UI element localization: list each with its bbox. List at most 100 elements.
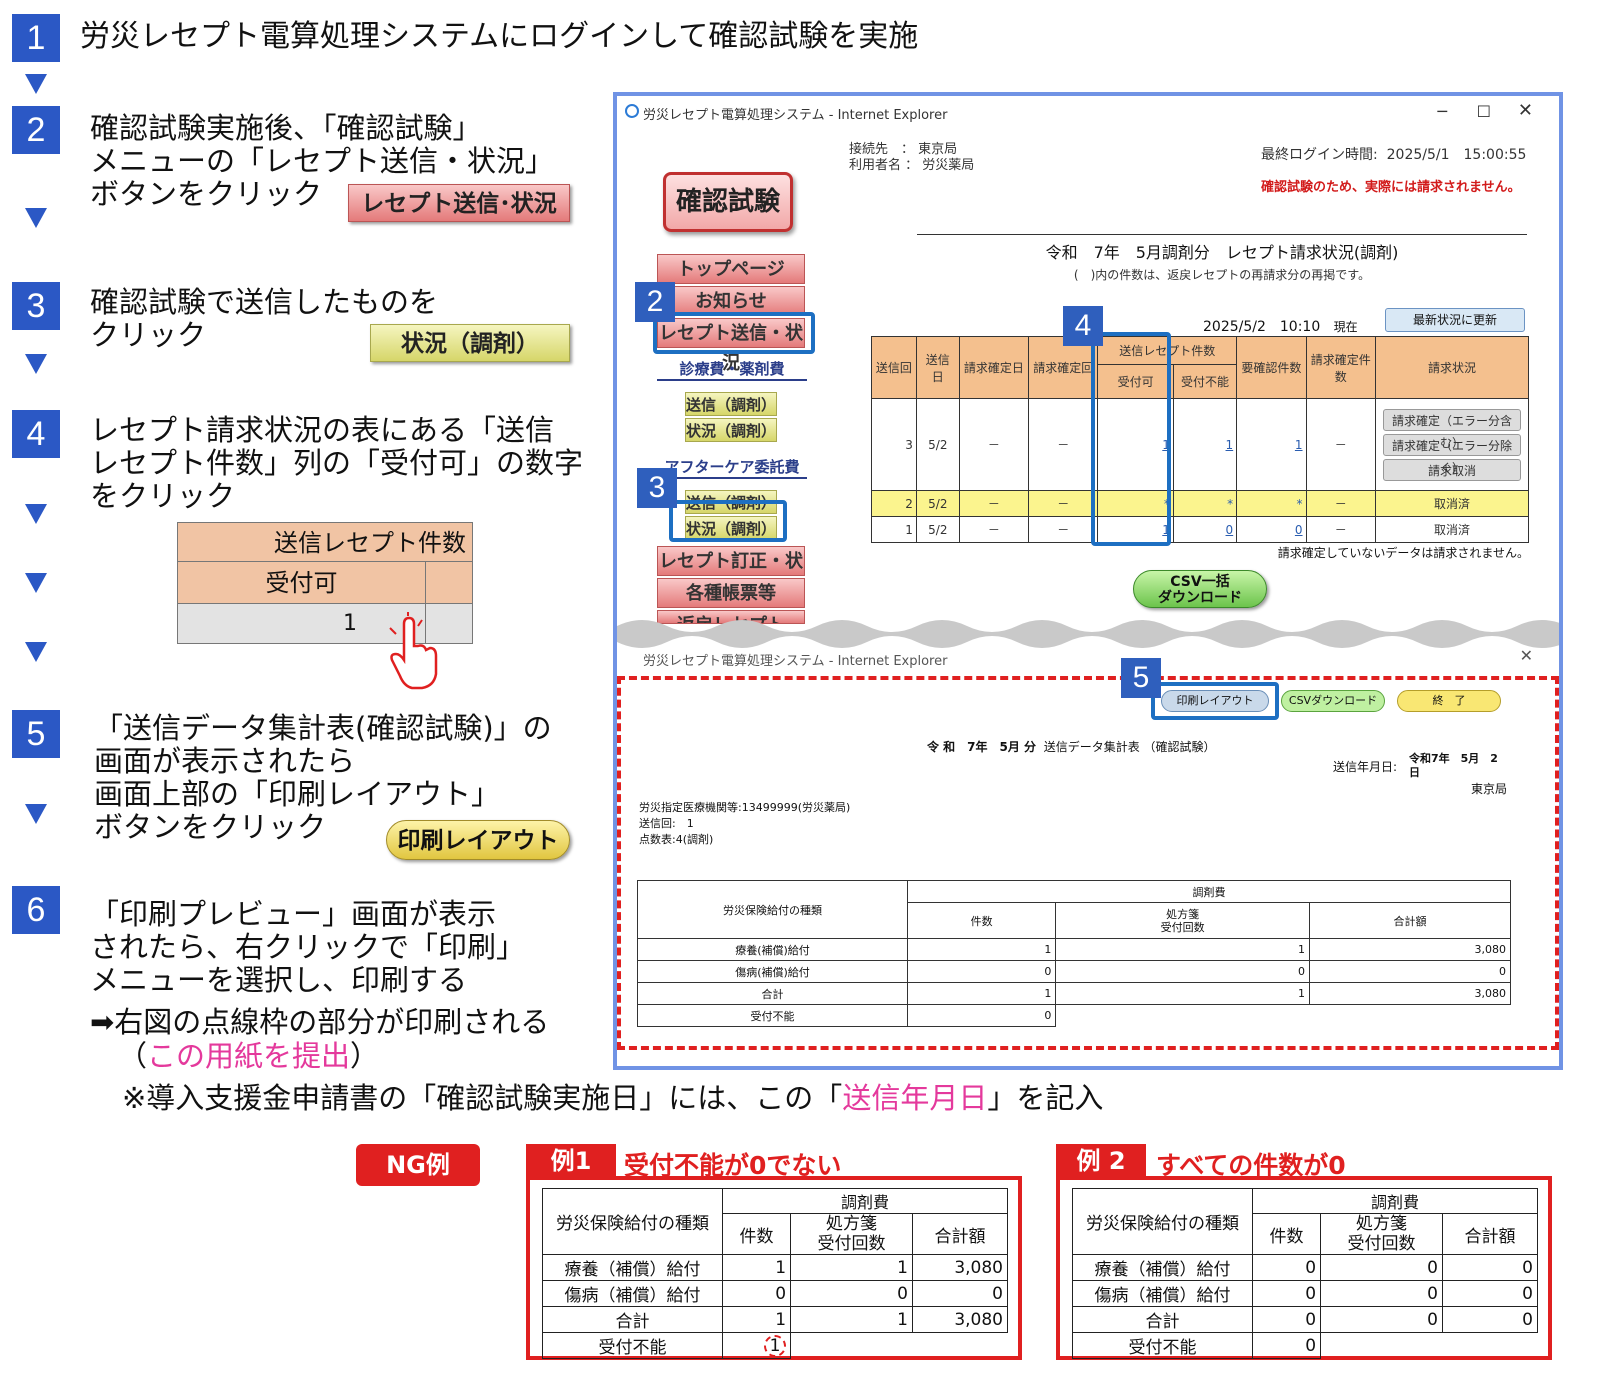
table-row: 1 5/2 － － 1 0 0 － 取消済 [871,516,1530,543]
cell: 0 [721,1280,792,1307]
minimize-icon[interactable]: ─ [1437,102,1447,121]
browser-window: 労災レセプト電算処理システム - Internet Explorer ─ ☐ ✕… [613,92,1563,1070]
col-count: 件数 [721,1213,792,1255]
col-confirm-no: 請求確定回 [1028,336,1099,399]
step-5-number: 5 [12,710,60,758]
check-count-link[interactable]: 0 [1236,516,1307,543]
arrow-down-icon [25,642,47,662]
print-heading-era: 令 和 7年 5月 分 [927,740,1037,754]
ie-icon [625,104,639,118]
col-count: 件数 [1251,1213,1322,1255]
cell-no: 3 [871,398,917,491]
menu-forms[interactable]: 各種帳票等 [657,578,805,608]
row-label: 受付不能 [1072,1332,1253,1359]
accepted-count-link[interactable]: 1 [1097,398,1174,491]
print-area-dashed-frame [617,676,1559,1050]
ex1-title: 受付不能が0でない [624,1151,842,1180]
row-label: 合計 [1072,1306,1253,1333]
cell-date: 5/2 [915,398,960,491]
cell: 0 [1441,1254,1539,1281]
col-send-no: 送信回 [871,336,917,399]
print-window-title: 労災レセプト電算処理システム - Internet Explorer [643,654,948,669]
ex2-tag: 例 2 [1056,1144,1146,1178]
sample-header: 送信レセプト件数 [177,522,473,562]
accepted-count-link[interactable]: * [1097,490,1174,517]
arrow-down-icon [25,74,47,94]
col-rx: 処方箋 受付回数 [1055,902,1310,939]
check-count-link[interactable]: * [1236,490,1307,517]
torn-edge-divider [617,620,1559,648]
col-check: 要確認件数 [1236,336,1307,399]
cancel-request-button[interactable]: 請求取消 [1382,458,1521,481]
status-title: 令和 7年 5月調剤分 レセプト請求状況(調剤) [917,234,1527,263]
rejected-count-link[interactable]: * [1172,490,1238,517]
print-layout-button[interactable]: 印刷レイアウト [1161,690,1269,712]
cell: 1 [721,1306,792,1333]
row-label: 療養（補償）給付 [542,1254,723,1281]
table-row: 3 5/2 － － 1 1 1 － 請求確定（エラー分含む） 請求確定（エラー分… [871,398,1530,491]
close-icon[interactable]: ✕ [1517,100,1533,121]
status-text: 取消済 [1374,516,1530,543]
close-icon[interactable]: ✕ [1519,646,1533,665]
menu-top-page[interactable]: トップページ [657,254,805,284]
cell-total: 3,080 [1308,938,1512,961]
step-4-text: レセプト請求状況の表にある「送信 レセプト件数」列の「受付可」の数字 をクリック [90,413,584,513]
row-label: 傷病（補償）給付 [542,1280,723,1307]
check-count-link[interactable]: 1 [1236,398,1307,491]
menu-receipt-correction[interactable]: レセプト訂正・状況 [657,546,805,602]
col-total: 合計額 [1441,1213,1539,1255]
maximize-icon[interactable]: ☐ [1476,102,1491,121]
cell-rx: 1 [1055,982,1310,1005]
step-2-text: 確認試験実施後、「確認試験」 メニューの「レセプト送信・状況」 ボタンをクリック [90,111,555,211]
refresh-button[interactable]: 最新状況に更新 [1385,308,1525,332]
col-total: 合計額 [1308,902,1512,939]
csv-download-button[interactable]: CSVダウンロード [1281,690,1385,712]
arrow-down-icon [25,504,47,524]
sample-subheader: 受付可 [178,562,426,603]
confirm-without-errors-button[interactable]: 請求確定（エラー分除く） [1382,433,1521,475]
user-label: 利用者名 ： [849,158,919,173]
confirm-with-errors-button[interactable]: 請求確定（エラー分含む） [1382,408,1521,450]
callout-5: 5 [1121,658,1161,698]
col-count: 件数 [906,902,1057,939]
exit-button[interactable]: 終 了 [1397,690,1501,712]
window-title: 労災レセプト電算処理システム - Internet Explorer [643,108,948,123]
status-note: ( )内の件数は、返戻レセプトの再請求分の再掲です。 [1073,268,1371,282]
cell-rx: 1 [1055,938,1310,961]
print-layout-button-sample: 印刷レイアウト [386,820,570,860]
cell-kd: － [958,398,1030,491]
col-group: 調剤費 [907,880,1511,903]
step-6-text: 「印刷プレビュー」画面が表示 されたら、右クリックで「印刷」 メニューを選択し、… [90,897,526,997]
menu-notice[interactable]: お知らせ [657,286,805,316]
cell: 0 [1251,1332,1322,1359]
cell-kk: － [1028,490,1099,517]
cell: 0 [1251,1306,1322,1333]
rejected-nonzero-circled: 1 [764,1334,787,1357]
send-date-value: 令和7年 5月 2日 [1409,752,1498,779]
rejected-count-link[interactable]: 1 [1172,398,1238,491]
row-label: 受付不能 [637,1004,908,1027]
step4-sample-table: 送信レセプト件数 受付可 1 [177,522,473,644]
highlight-step2 [653,312,815,354]
cell: 0 [1320,1280,1443,1307]
highlight-step4 [1091,332,1171,546]
cell-fix: － [1305,398,1376,491]
accepted-count-link[interactable]: 1 [1097,516,1174,543]
csv-bulk-download-button[interactable]: CSV一括 ダウンロード [1133,570,1267,608]
cell-kd: － [958,490,1030,517]
menu-receipt-send-status[interactable]: レセプト送信・状況 [657,318,805,374]
cell: 0 [1320,1254,1443,1281]
cell: 0 [1251,1280,1322,1307]
step-3-text: 確認試験で送信したものを クリック [90,285,439,352]
callout-3: 3 [637,468,677,508]
rejected-count-link[interactable]: 0 [1172,516,1238,543]
conn-label: 接続先 ： [849,142,915,157]
test-warning: 確認試験のため、実際には請求されません。 [1261,180,1521,195]
cell-kk: － [1028,516,1099,543]
cell-rx: 0 [1055,960,1310,983]
menu-send-dispensing[interactable]: 送信（調剤） [685,392,777,416]
menu-status-dispensing[interactable]: 状況（調剤） [685,418,777,442]
conn-value: 東京局 [918,142,958,157]
